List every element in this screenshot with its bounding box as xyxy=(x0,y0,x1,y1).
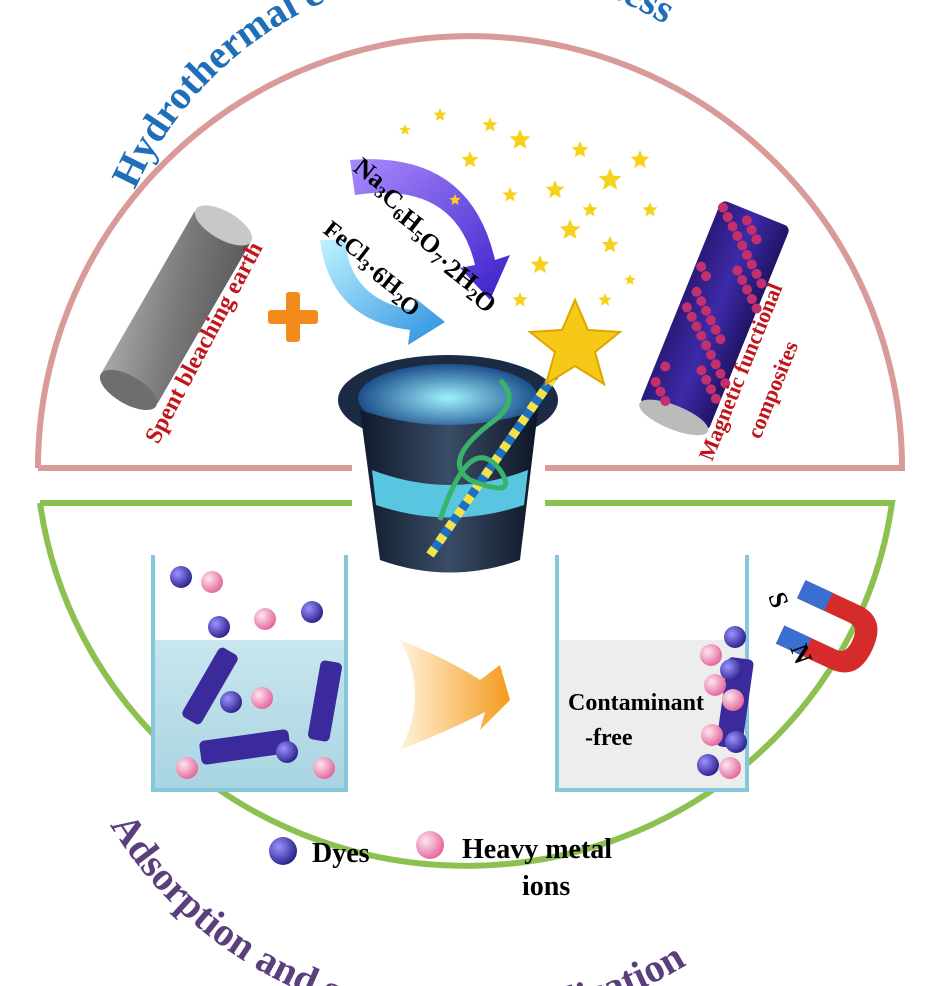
dye-molecule xyxy=(208,616,230,638)
dye-molecule xyxy=(725,731,747,753)
metal-ion xyxy=(719,757,741,779)
metal-ion xyxy=(722,689,744,711)
star-icon xyxy=(630,150,650,169)
swirl-icon xyxy=(437,378,512,521)
hat-icon xyxy=(338,355,558,573)
magnet-icon xyxy=(775,580,878,673)
star-icon xyxy=(449,194,461,205)
composite-rod xyxy=(182,647,238,725)
metal-ion xyxy=(201,571,223,593)
star-icon xyxy=(559,219,581,239)
result-line2: -free xyxy=(585,725,633,751)
metal-ion xyxy=(254,608,276,630)
composite-rod xyxy=(199,729,291,765)
dye-molecule xyxy=(301,601,323,623)
star-icon xyxy=(545,180,565,199)
top-arc xyxy=(35,33,906,471)
composite-rod-icon xyxy=(639,201,789,436)
star-icon xyxy=(642,202,658,217)
star-icon xyxy=(399,124,411,135)
magnet-pole-s: S xyxy=(762,588,794,612)
star-icon xyxy=(509,129,531,149)
star-icon xyxy=(502,187,518,202)
star-icon xyxy=(512,292,528,307)
star-icon xyxy=(624,274,636,285)
bottom-arc-title: Adsorption and separation application xyxy=(102,805,691,986)
star-icon xyxy=(461,151,479,168)
blue-arrow-icon xyxy=(320,240,445,345)
legend-dye-label: Dyes xyxy=(312,838,370,869)
result-line1: Contaminant xyxy=(568,690,704,716)
left-beaker-contents xyxy=(170,566,342,779)
plus-icon xyxy=(268,292,318,342)
rod-icon xyxy=(99,205,253,411)
legend-dye-marker xyxy=(269,837,297,865)
beaker-right-icon xyxy=(555,555,749,792)
composite-rod xyxy=(308,660,342,742)
metal-ion xyxy=(701,724,723,746)
dye-molecule xyxy=(220,691,242,713)
metal-ion xyxy=(313,757,335,779)
star-icon xyxy=(571,141,589,158)
star-icon xyxy=(601,236,619,253)
metal-ion xyxy=(251,687,273,709)
metal-ion xyxy=(176,757,198,779)
star-icon xyxy=(433,108,447,121)
metal-ion xyxy=(700,644,722,666)
dye-molecule xyxy=(724,626,746,648)
dye-molecule xyxy=(276,741,298,763)
dye-molecule xyxy=(170,566,192,588)
legend-metal-marker xyxy=(416,831,444,859)
metal-ion xyxy=(704,674,726,696)
star-icon xyxy=(582,202,598,217)
purple-arrow-icon xyxy=(350,159,510,300)
legend-metal-label-line2: ions xyxy=(522,871,570,902)
right-beaker-contents xyxy=(697,626,754,779)
star-icon xyxy=(598,293,612,306)
star-icon xyxy=(530,255,550,274)
dye-molecule xyxy=(697,754,719,776)
arrow-icon xyxy=(400,640,510,750)
star-icon xyxy=(598,168,622,190)
legend-metal-label-line1: Heavy metal xyxy=(462,834,612,865)
star-field xyxy=(399,108,658,307)
star-icon xyxy=(482,117,498,132)
magic-wand-icon xyxy=(426,297,623,558)
dye-molecule xyxy=(720,659,742,681)
